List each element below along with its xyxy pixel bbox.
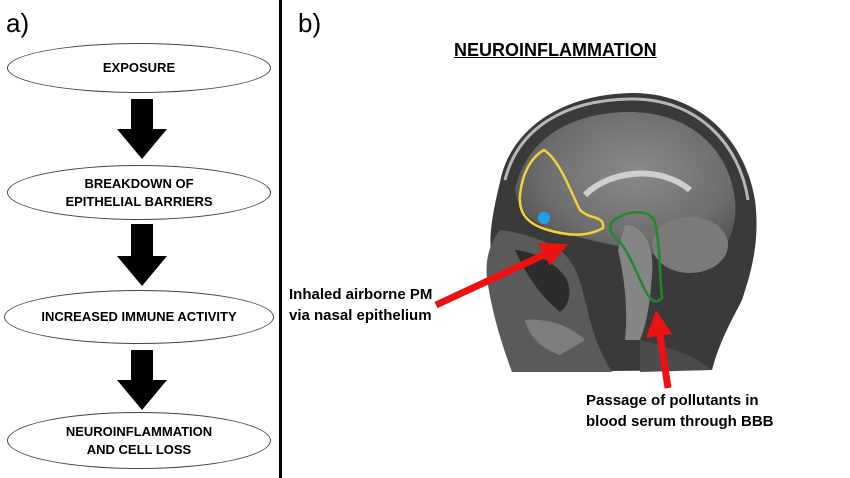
panel-b-title: NEUROINFLAMMATION xyxy=(454,40,657,60)
step-text-line1: NEUROINFLAMMATION xyxy=(65,423,213,439)
down-arrow-icon xyxy=(117,350,167,410)
flow-step-immune-activity: INCREASED IMMUNE ACTIVITY xyxy=(4,290,274,344)
flow-step-exposure: EXPOSURE xyxy=(7,43,271,93)
panel-divider xyxy=(279,0,282,478)
caption-blood-brain-barrier: Passage of pollutants in blood serum thr… xyxy=(586,390,774,432)
red-arrow-icon xyxy=(646,310,672,389)
blue-marker-dot xyxy=(538,212,550,224)
oral-region xyxy=(525,319,585,355)
red-arrow-icon xyxy=(434,243,568,309)
step-text-line2: AND CELL LOSS xyxy=(86,441,192,457)
caption-nasal-epithelium: Inhaled airborne PM via nasal epithelium xyxy=(289,284,432,326)
brain-cerebellum xyxy=(652,217,728,273)
corpus-callosum xyxy=(582,170,692,198)
panel-a-label: a) xyxy=(6,8,30,38)
down-arrow-icon xyxy=(117,99,167,159)
caption-line1: Inhaled airborne PM xyxy=(289,286,433,303)
down-arrow-icon xyxy=(117,224,167,286)
blood-vessel-outline xyxy=(609,211,664,303)
caption-line1: Passage of pollutants in xyxy=(586,392,759,409)
spinal-region xyxy=(640,340,712,372)
flow-step-neuroinflammation: NEUROINFLAMMATION AND CELL LOSS xyxy=(7,412,271,469)
step-text-line1: BREAKDOWN OF xyxy=(84,175,194,191)
caption-line2: blood serum through BBB xyxy=(586,413,774,430)
scalp-highlight xyxy=(503,97,750,201)
step-text-line2: EPITHELIAL BARRIERS xyxy=(65,193,213,209)
flow-step-epithelial-breakdown: BREAKDOWN OF EPITHELIAL BARRIERS xyxy=(7,165,271,220)
panel-b-label: b) xyxy=(298,8,322,38)
step-text-line1: INCREASED IMMUNE ACTIVITY xyxy=(41,309,237,325)
olfactory-region-outline xyxy=(518,148,605,236)
step-text-line1: EXPOSURE xyxy=(102,60,176,76)
caption-line2: via nasal epithelium xyxy=(289,307,432,324)
